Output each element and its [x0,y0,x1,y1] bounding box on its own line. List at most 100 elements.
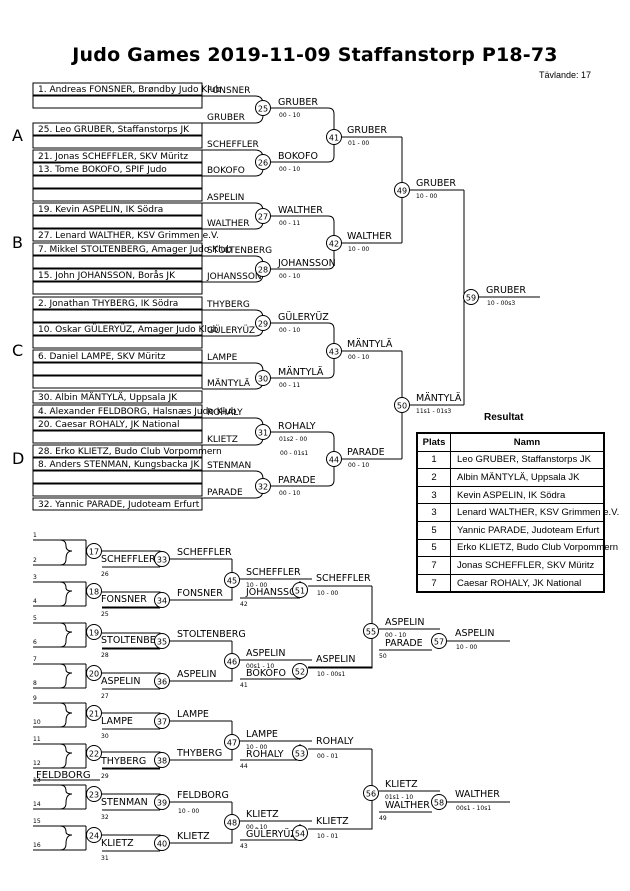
repechage-name: GÜLERYÜZ [246,829,297,840]
match-score: 00 - 11 [279,220,300,227]
pool-label: C [12,341,23,360]
bracket-connector [308,586,373,669]
competitor-name: SCHEFFLER [207,140,259,150]
match-score: 10 - 00 [416,193,437,200]
result-name: Lenard WALTHER, KSV Grimmen e.V. [450,503,619,522]
seed-number: 5 [33,615,37,622]
match-circle [363,623,379,639]
result-place: 3 [416,485,451,505]
match-number: 33 [157,555,167,564]
match-score: 00 - 10 [279,112,300,119]
match-number: 20 [89,669,99,678]
result-place: 5 [416,538,451,558]
match-circle [363,785,379,801]
match-circle [255,478,271,494]
repechage-name: KLIETZ [101,838,134,849]
entry-name: 32. Yannic PARADE, Judoteam Erfurt [38,500,200,510]
entry-name: 15. John JOHANSSON, Borås JK [38,270,176,281]
seed-number: 50 [379,653,387,660]
repechage-name: FELDBORG [36,770,91,781]
seed-number: 4 [33,598,37,605]
match-number: 45 [227,576,237,585]
entry-name: 20. Caesar ROHALY, JK National [38,420,180,430]
match-number: 19 [89,628,99,637]
winner-name: GRUBER [278,97,318,108]
seed-number: 43 [240,843,248,850]
match-number: 46 [227,657,237,666]
match-number: 50 [397,401,407,410]
match-number: 29 [258,319,268,328]
match-score: 01 - 00 [348,140,369,147]
match-number: 47 [227,738,237,747]
match-number: 27 [258,212,268,221]
match-score: 00 - 01s1 [280,450,308,457]
match-score: 10 - 01 [317,833,338,840]
match-circle [86,786,102,802]
repechage-name: LAMPE [101,716,133,727]
match-score: 10 - 00s1 [317,671,345,678]
entry-box [32,202,203,216]
match-number: 17 [89,547,99,556]
match-score: 00 - 10 [279,166,300,173]
seed-number: 30 [101,733,109,740]
repechage-name: ROHALY [316,736,354,747]
match-circle [394,397,410,413]
competitor-name: ROHALY [207,408,243,418]
match-number: 23 [89,790,99,799]
seed-number: 6 [33,639,37,646]
entry-box [32,322,203,336]
match-number: 56 [366,789,376,798]
bracket-connector [59,702,73,728]
entry-box [32,228,203,242]
entry-name: 1. Andreas FONSNER, Brøndby Judo Klub [38,85,221,95]
match-circle [431,794,447,810]
match-circle [292,825,308,841]
winner-name: GRUBER [486,285,526,296]
match-circle [86,827,102,843]
competitor-name: LAMPE [207,353,238,363]
match-number: 31 [258,428,268,437]
seed-number: 28 [101,652,109,659]
match-number: 34 [157,596,167,605]
match-number: 49 [397,186,407,195]
match-number: 39 [157,798,167,807]
match-number: 55 [366,627,376,636]
entry-box [32,281,203,295]
competitor-name: ASPELIN [207,193,244,203]
competitor-name: WALTHER [207,219,250,229]
match-number: 28 [258,265,268,274]
match-circle [326,451,342,467]
bracket-connector [59,825,73,851]
repechage-name: SCHEFFLER [101,554,156,565]
bracket-connector [59,784,73,810]
entry-box [32,362,203,376]
seed-number: 31 [101,855,109,862]
entry-box [32,404,203,418]
match-number: 54 [295,829,305,838]
match-circle [86,543,102,559]
repechage-name: ASPELIN [385,617,424,628]
winner-name: ROHALY [278,421,316,432]
match-circle [255,424,271,440]
repechage-name: JOHANSSON [245,587,304,598]
match-number: 40 [157,839,167,848]
entry-box [32,417,203,431]
match-number: 30 [258,374,268,383]
match-circle [154,551,170,567]
match-circle [224,814,240,830]
match-score: 00 - 10 [279,327,300,334]
bracket-connector [59,581,73,607]
entry-name: 28. Erko KLIETZ, Budo Club Vorpommern [38,447,222,457]
entry-box [32,255,203,269]
entry-name: 25. Leo GRUBER, Staffanstorps JK [38,125,190,135]
match-score: 10 - 00s3 [487,300,515,307]
competitor-name: MÄNTYLÄ [207,378,251,389]
seed-number: 29 [101,773,109,780]
repechage-name: PARADE [385,638,423,649]
entry-name: 6. Daniel LAMPE, SKV Müritz [38,352,166,362]
entry-box [32,122,203,136]
repechage-name: WALTHER [385,800,430,811]
match-circle [255,261,271,277]
